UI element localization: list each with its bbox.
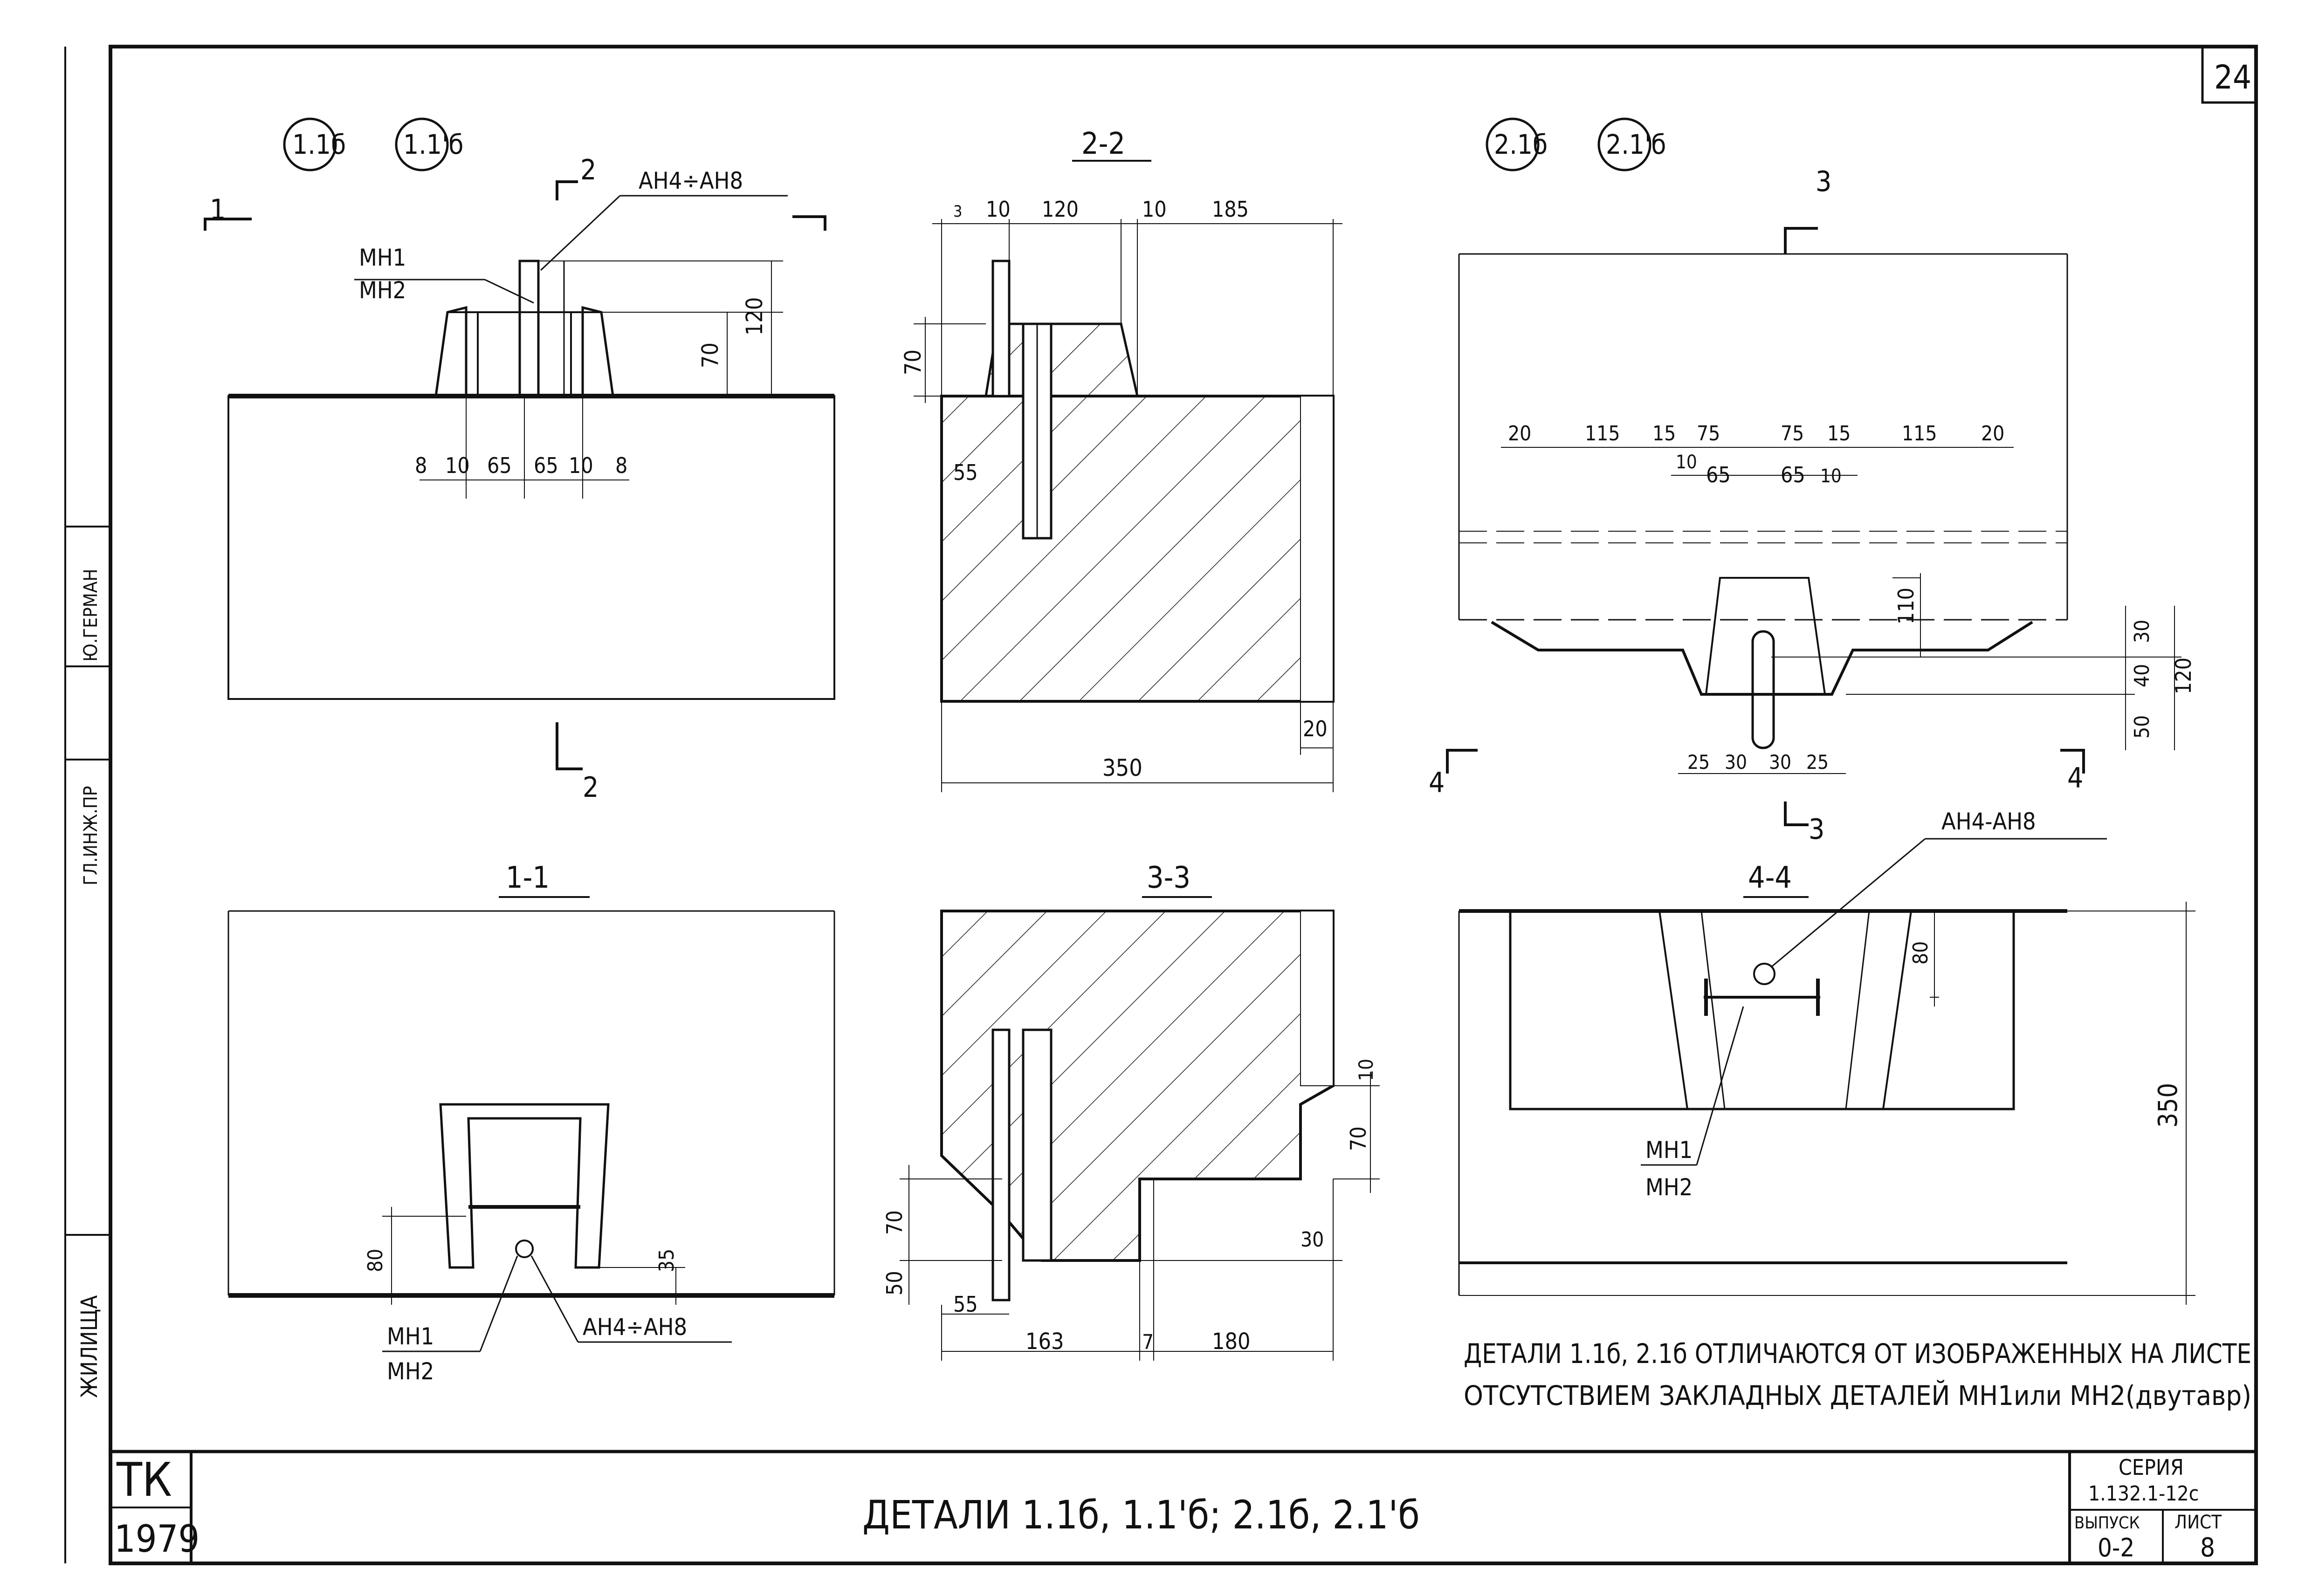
dim-350-b: 350 <box>2153 1083 2183 1128</box>
section-4-4 <box>1458 838 2195 1305</box>
tb-year: 1979 <box>114 1517 200 1561</box>
dim-70-d: 70 <box>882 1210 907 1235</box>
label-an-b: АН4-АН8 <box>1941 808 2036 835</box>
dim-8-a: 8 <box>415 453 427 478</box>
cut-mark-3-bottom: 3 <box>1809 813 1824 846</box>
dim-75-b: 75 <box>1781 422 1804 445</box>
tb-vypusk-value: 0-2 <box>2098 1533 2134 1562</box>
dim-10-e: 10 <box>1676 452 1697 473</box>
section-3-3 <box>900 896 1380 1361</box>
section-title-2-2: 2-2 <box>1081 127 1125 161</box>
dim-35: 35 <box>655 1249 679 1272</box>
note-line-1: ДЕТАЛИ 1.1б, 2.1б ОТЛИЧАЮТСЯ ОТ ИЗОБРАЖЕ… <box>1464 1338 2251 1370</box>
dim-25-b: 25 <box>1806 751 1829 774</box>
label-an-top: АН4÷АН8 <box>639 167 743 194</box>
dim-55-b: 55 <box>953 1292 978 1317</box>
dim-185: 185 <box>1212 197 1249 222</box>
dim-70-top: 70 <box>697 342 723 368</box>
dim-30-c: 30 <box>1769 751 1791 774</box>
label-mn1-top: МН1 <box>359 244 406 271</box>
dim-20-b: 20 <box>1508 422 1531 445</box>
section-title-4-4: 4-4 <box>1748 861 1792 895</box>
dim-15-b: 15 <box>1827 422 1851 445</box>
strip-zhilishcha: ЖИЛИЩА <box>76 1295 103 1398</box>
dim-10-b: 10 <box>569 453 593 478</box>
tb-vypusk-label: ВЫПУСК <box>2074 1514 2140 1533</box>
marker-1-1pb: 1.1'б <box>403 129 463 160</box>
label-an-a: АН4÷АН8 <box>583 1314 687 1341</box>
dim-80-b: 80 <box>1909 941 1933 965</box>
dim-70-b: 70 <box>900 349 926 375</box>
marker-2-1b: 2.1б <box>1494 129 1548 160</box>
cut-mark-1-left: 1 <box>210 193 226 226</box>
dim-40: 40 <box>2130 664 2154 687</box>
dim-15-a: 15 <box>1652 422 1676 445</box>
dim-3: 3 <box>953 202 962 221</box>
label-mn2-b: МН2 <box>1645 1174 1693 1201</box>
dim-80-a: 80 <box>364 1249 387 1272</box>
dim-20-c: 20 <box>1981 422 2004 445</box>
dim-10-g: 10 <box>1355 1059 1377 1081</box>
cut-mark-2-bottom: 2 <box>583 771 599 804</box>
marker-2-1pb: 2.1'б <box>1606 129 1666 160</box>
tb-seria-label: СЕРИЯ <box>2119 1455 2184 1480</box>
dim-180: 180 <box>1212 1329 1250 1355</box>
view-top-left <box>204 117 835 770</box>
tb-list-label: ЛИСТ <box>2174 1512 2222 1533</box>
section-title-3-3: 3-3 <box>1147 861 1190 895</box>
section-2-2 <box>914 160 1342 792</box>
dim-30-d: 30 <box>1300 1228 1324 1252</box>
dim-20-a: 20 <box>1303 716 1328 741</box>
dim-65-b: 65 <box>534 453 558 478</box>
sheet-frame <box>109 45 2258 1565</box>
dim-8-b: 8 <box>615 453 627 478</box>
cut-mark-3-top: 3 <box>1816 165 1831 198</box>
dim-10-f: 10 <box>1820 466 1842 487</box>
cut-mark-2-top: 2 <box>580 154 596 186</box>
dim-120-top: 120 <box>742 297 768 336</box>
dim-65-a: 65 <box>487 453 512 478</box>
dim-10-a: 10 <box>445 453 470 478</box>
dim-110: 110 <box>1893 588 1919 624</box>
label-mn2-top: МН2 <box>359 277 406 304</box>
strip-gl-inzh: ГЛ.ИНЖ.ПР <box>80 786 102 885</box>
dim-10-c: 10 <box>986 197 1011 222</box>
dim-120-c: 120 <box>2171 658 2196 694</box>
dim-30-a: 30 <box>2130 620 2154 643</box>
dim-10-d: 10 <box>1142 197 1167 222</box>
marker-1-1b: 1.1б <box>292 129 346 160</box>
tb-seria-value: 1.132.1-12с <box>2088 1482 2199 1506</box>
strip-german: Ю.ГЕРМАН <box>80 569 102 662</box>
dim-30-b: 30 <box>1725 751 1747 774</box>
label-mn1-a: МН1 <box>387 1323 434 1350</box>
dim-50-a: 50 <box>2130 715 2154 739</box>
cut-mark-4-left: 4 <box>1429 767 1445 799</box>
tb-list-value: 8 <box>2200 1533 2215 1563</box>
dim-25-a: 25 <box>1687 751 1710 774</box>
section-title-1-1: 1-1 <box>506 861 550 895</box>
binding-strip <box>64 47 110 1563</box>
note-line-2: ОТСУТСТВИЕМ ЗАКЛАДНЫХ ДЕТАЛЕЙ МН1или МН2… <box>1464 1379 2251 1411</box>
sheet-corner-number: 24 <box>2214 58 2251 96</box>
dim-7: 7 <box>1142 1330 1154 1354</box>
dim-55-a: 55 <box>953 460 978 485</box>
dim-163: 163 <box>1025 1329 1064 1355</box>
dim-65-c: 65 <box>1706 462 1731 487</box>
dim-115-a: 115 <box>1585 422 1620 445</box>
view-top-right <box>1446 117 2181 826</box>
dim-75-a: 75 <box>1697 422 1720 445</box>
cut-mark-4-right: 4 <box>2067 762 2083 795</box>
dim-115-b: 115 <box>1902 422 1937 445</box>
tb-title: ДЕТАЛИ 1.1б, 1.1'б; 2.1б, 2.1'б <box>862 1492 1420 1538</box>
dim-70-c: 70 <box>1346 1126 1371 1151</box>
label-mn1-b: МН1 <box>1645 1137 1693 1164</box>
dim-350-a: 350 <box>1102 754 1142 781</box>
section-1-1 <box>227 896 835 1352</box>
label-mn2-a: МН2 <box>387 1358 434 1385</box>
tb-tk: ТК <box>116 1452 172 1507</box>
dim-50-b: 50 <box>882 1271 907 1295</box>
dim-120-b: 120 <box>1042 197 1079 222</box>
dim-65-d: 65 <box>1781 462 1805 487</box>
